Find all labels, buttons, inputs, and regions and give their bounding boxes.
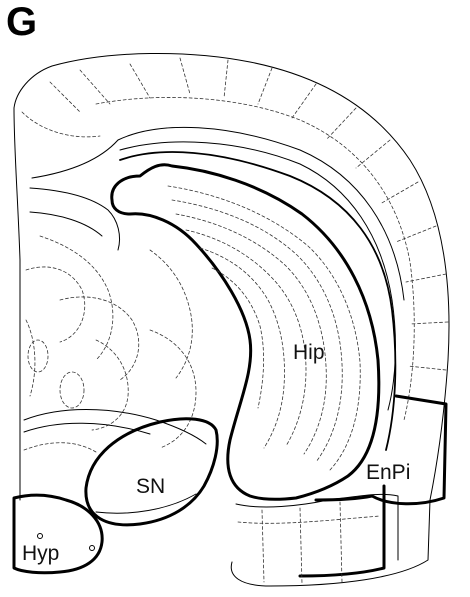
cortical-layer-boundary: [96, 97, 414, 420]
ventral-cortex-columns: [262, 502, 342, 584]
label-entopiriform: EnPi: [366, 462, 410, 483]
label-substantia-nigra: SN: [136, 476, 165, 497]
substantia-nigra-outline: [86, 419, 217, 525]
hippocampus-outline: [112, 165, 379, 500]
entopiriform-outline: [316, 396, 446, 504]
label-hypothalamus: Hyp: [22, 543, 59, 564]
ventricle-line: [120, 152, 395, 450]
hypothalamus-nucleus-right: [90, 546, 95, 551]
hippocampal-layers: [168, 186, 360, 470]
ventral-cortex-outline: [236, 494, 398, 560]
panel-letter: G: [6, 2, 37, 42]
label-hippocampus: Hip: [293, 342, 325, 363]
ventral-surface-dashes: [238, 516, 380, 523]
midline-boundary: [14, 108, 20, 500]
hypothalamus-nucleus-left: [38, 534, 43, 539]
medial-cortex-division: [22, 112, 100, 137]
